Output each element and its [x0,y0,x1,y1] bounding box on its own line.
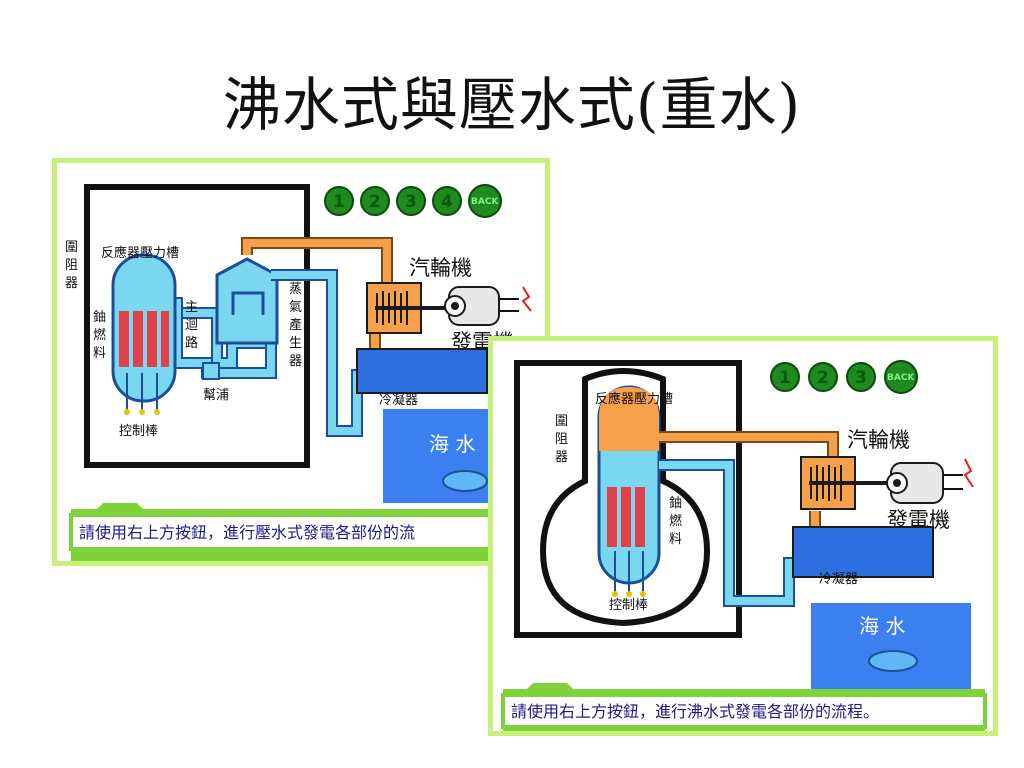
bwr-rods-label: 控制棒 [609,598,648,613]
pwr-loop-label-1: 主 [185,300,198,315]
pwr-fuel-rod [161,311,169,367]
pwr-sg-label-5: 器 [289,354,302,369]
pwr-steam-generator [215,257,279,345]
bwr-enclosure-label-3: 器 [555,450,568,465]
bwr-condenser [792,526,934,578]
pwr-vessel-label: 反應器壓力槽 [101,245,179,261]
bwr-whale-icon [868,650,918,672]
bwr-sea [811,603,971,689]
slide-title: 沸水式與壓水式(重水) [222,71,802,139]
bwr-fuel-label-3: 料 [669,532,682,547]
pwr-condenser-label: 冷凝器 [379,392,418,408]
bwr-steam-dome [599,387,659,451]
svg-text:2: 2 [817,368,829,388]
bwr-fuel-rod [621,487,631,547]
pwr-instruction-box [69,513,545,551]
bwr-instruction-text: 請使用右上方按鈕，進行沸水式發電各部份的流程。 [511,702,879,721]
bwr-fuel-label-2: 燃 [669,513,682,529]
bwr-spark-icon [963,458,974,488]
bwr-instruction-box [501,693,987,729]
pwr-fuel-rod [147,311,157,367]
bwr-sea-label: 海 水 [859,614,905,638]
bwr-fuel-label-1: 鈾 [669,496,682,511]
pwr-sg-label-2: 氣 [289,300,302,315]
pwr-turbine-blades [376,291,408,325]
bwr-enclosure-label-1: 圍 [555,414,568,429]
bwr-turbine-blades [810,465,842,501]
pwr-loop-label-3: 路 [185,335,198,351]
svg-text:1: 1 [333,192,345,212]
pwr-fuel-label-2: 燃 [93,327,106,343]
bwr-nav: 1 2 3 BACK [770,360,918,394]
pwr-turbine-label: 汽輪機 [409,256,472,280]
bwr-fuel-rod [607,487,617,547]
svg-text:3: 3 [405,192,417,212]
svg-text:1: 1 [779,368,791,388]
bwr-nav-button-back[interactable]: BACK [884,360,918,394]
pwr-fuel-label-3: 料 [93,346,106,361]
pwr-nav-button-4[interactable]: 4 [432,186,462,216]
pwr-fuel-label-1: 鈾 [93,310,106,325]
pwr-nav-button-3[interactable]: 3 [396,186,426,216]
pwr-whale-icon [442,470,488,492]
bwr-vessel-label: 反應器壓力槽 [595,391,673,407]
bwr-diagram: 圍 阻 器 反應器壓力槽 鈾 燃 料 控制棒 汽輪機 發電機 冷凝器 海 水 [501,360,987,731]
pwr-fuel-rod [119,311,129,367]
bwr-enclosure-label-2: 阻 [555,432,568,447]
pwr-loop-label-2: 迴 [185,318,198,333]
svg-text:BACK: BACK [887,373,915,383]
bwr-diagram-panel: 圍 阻 器 反應器壓力槽 鈾 燃 料 控制棒 汽輪機 發電機 冷凝器 海 水 [488,336,998,736]
pwr-diagram-panel: 圍 阻 器 反應器壓力槽 鈾 燃 料 主 迴 路 幫浦 控制棒 蒸 氣 產 生 … [52,158,550,566]
svg-text:BACK: BACK [471,197,499,207]
bwr-containment [514,360,742,638]
pwr-sg-label-3: 產 [289,317,302,333]
pwr-pump [202,362,220,380]
pwr-nav: 1 2 3 4 BACK [324,184,502,218]
bwr-turbine-label: 汽輪機 [847,428,910,452]
pwr-sea-label: 海 水 [429,432,475,456]
pwr-nav-button-back[interactable]: BACK [468,184,502,218]
bwr-fuel-rod [635,487,645,547]
pwr-condenser [356,348,488,394]
pwr-rods-label: 控制棒 [119,424,158,439]
pwr-enclosure-label-2: 阻 [65,258,78,273]
svg-text:4: 4 [441,192,453,212]
pwr-pump-label: 幫浦 [203,387,229,403]
svg-text:2: 2 [369,192,381,212]
pwr-sg-label-4: 生 [289,336,302,351]
pwr-fuel-rod [133,311,143,367]
pwr-spark-icon [521,286,532,312]
pwr-nav-button-1[interactable]: 1 [324,186,354,216]
bwr-condenser-label: 冷凝器 [819,571,858,587]
pwr-sea [383,409,503,503]
pwr-containment [84,184,310,468]
bwr-nav-button-1[interactable]: 1 [770,362,800,392]
pwr-instruction-text: 請使用右上方按鈕，進行壓水式發電各部份的流 [79,523,415,542]
pwr-enclosure-label-1: 圍 [65,240,78,255]
bwr-nav-button-2[interactable]: 2 [808,362,838,392]
pwr-enclosure-label-3: 器 [65,276,78,291]
pwr-sg-label-1: 蒸 [289,282,302,297]
svg-text:3: 3 [855,368,867,388]
pwr-diagram: 圍 阻 器 反應器壓力槽 鈾 燃 料 主 迴 路 幫浦 控制棒 蒸 氣 產 生 … [65,184,545,561]
pwr-nav-button-2[interactable]: 2 [360,186,390,216]
bwr-nav-button-3[interactable]: 3 [846,362,876,392]
